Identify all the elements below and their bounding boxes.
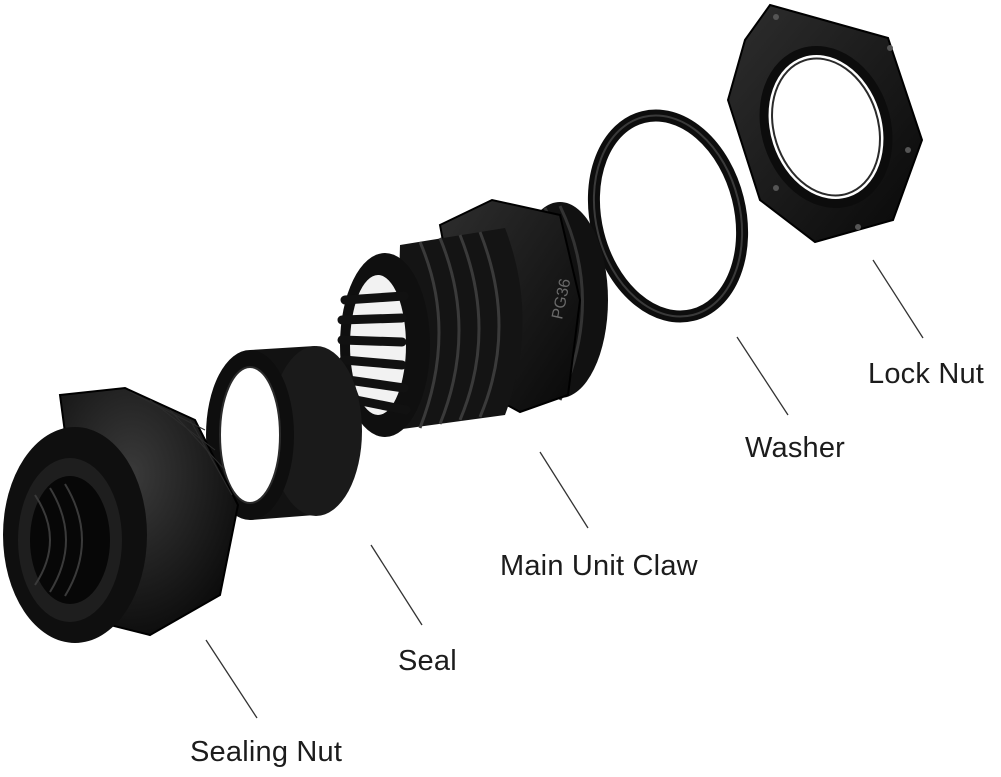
leader-line-lock-nut bbox=[872, 259, 924, 339]
leader-line-main-unit-claw bbox=[539, 451, 589, 529]
label-sealing-nut: Sealing Nut bbox=[190, 736, 343, 768]
leader-line-washer bbox=[736, 336, 789, 416]
main-unit-claw-illustration: PG36 bbox=[337, 198, 608, 437]
label-main-unit-claw: Main Unit Claw bbox=[500, 550, 698, 582]
label-washer: Washer bbox=[745, 432, 846, 464]
sealing-nut-illustration bbox=[3, 386, 240, 643]
leader-line-seal bbox=[370, 544, 423, 626]
washer-illustration bbox=[587, 109, 749, 323]
label-seal: Seal bbox=[398, 645, 457, 677]
lock-nut-illustration bbox=[726, 3, 924, 244]
leader-lines bbox=[205, 259, 924, 719]
label-lock-nut: Lock Nut bbox=[868, 358, 985, 390]
leader-line-sealing-nut bbox=[205, 639, 258, 719]
seal-illustration bbox=[206, 346, 362, 520]
